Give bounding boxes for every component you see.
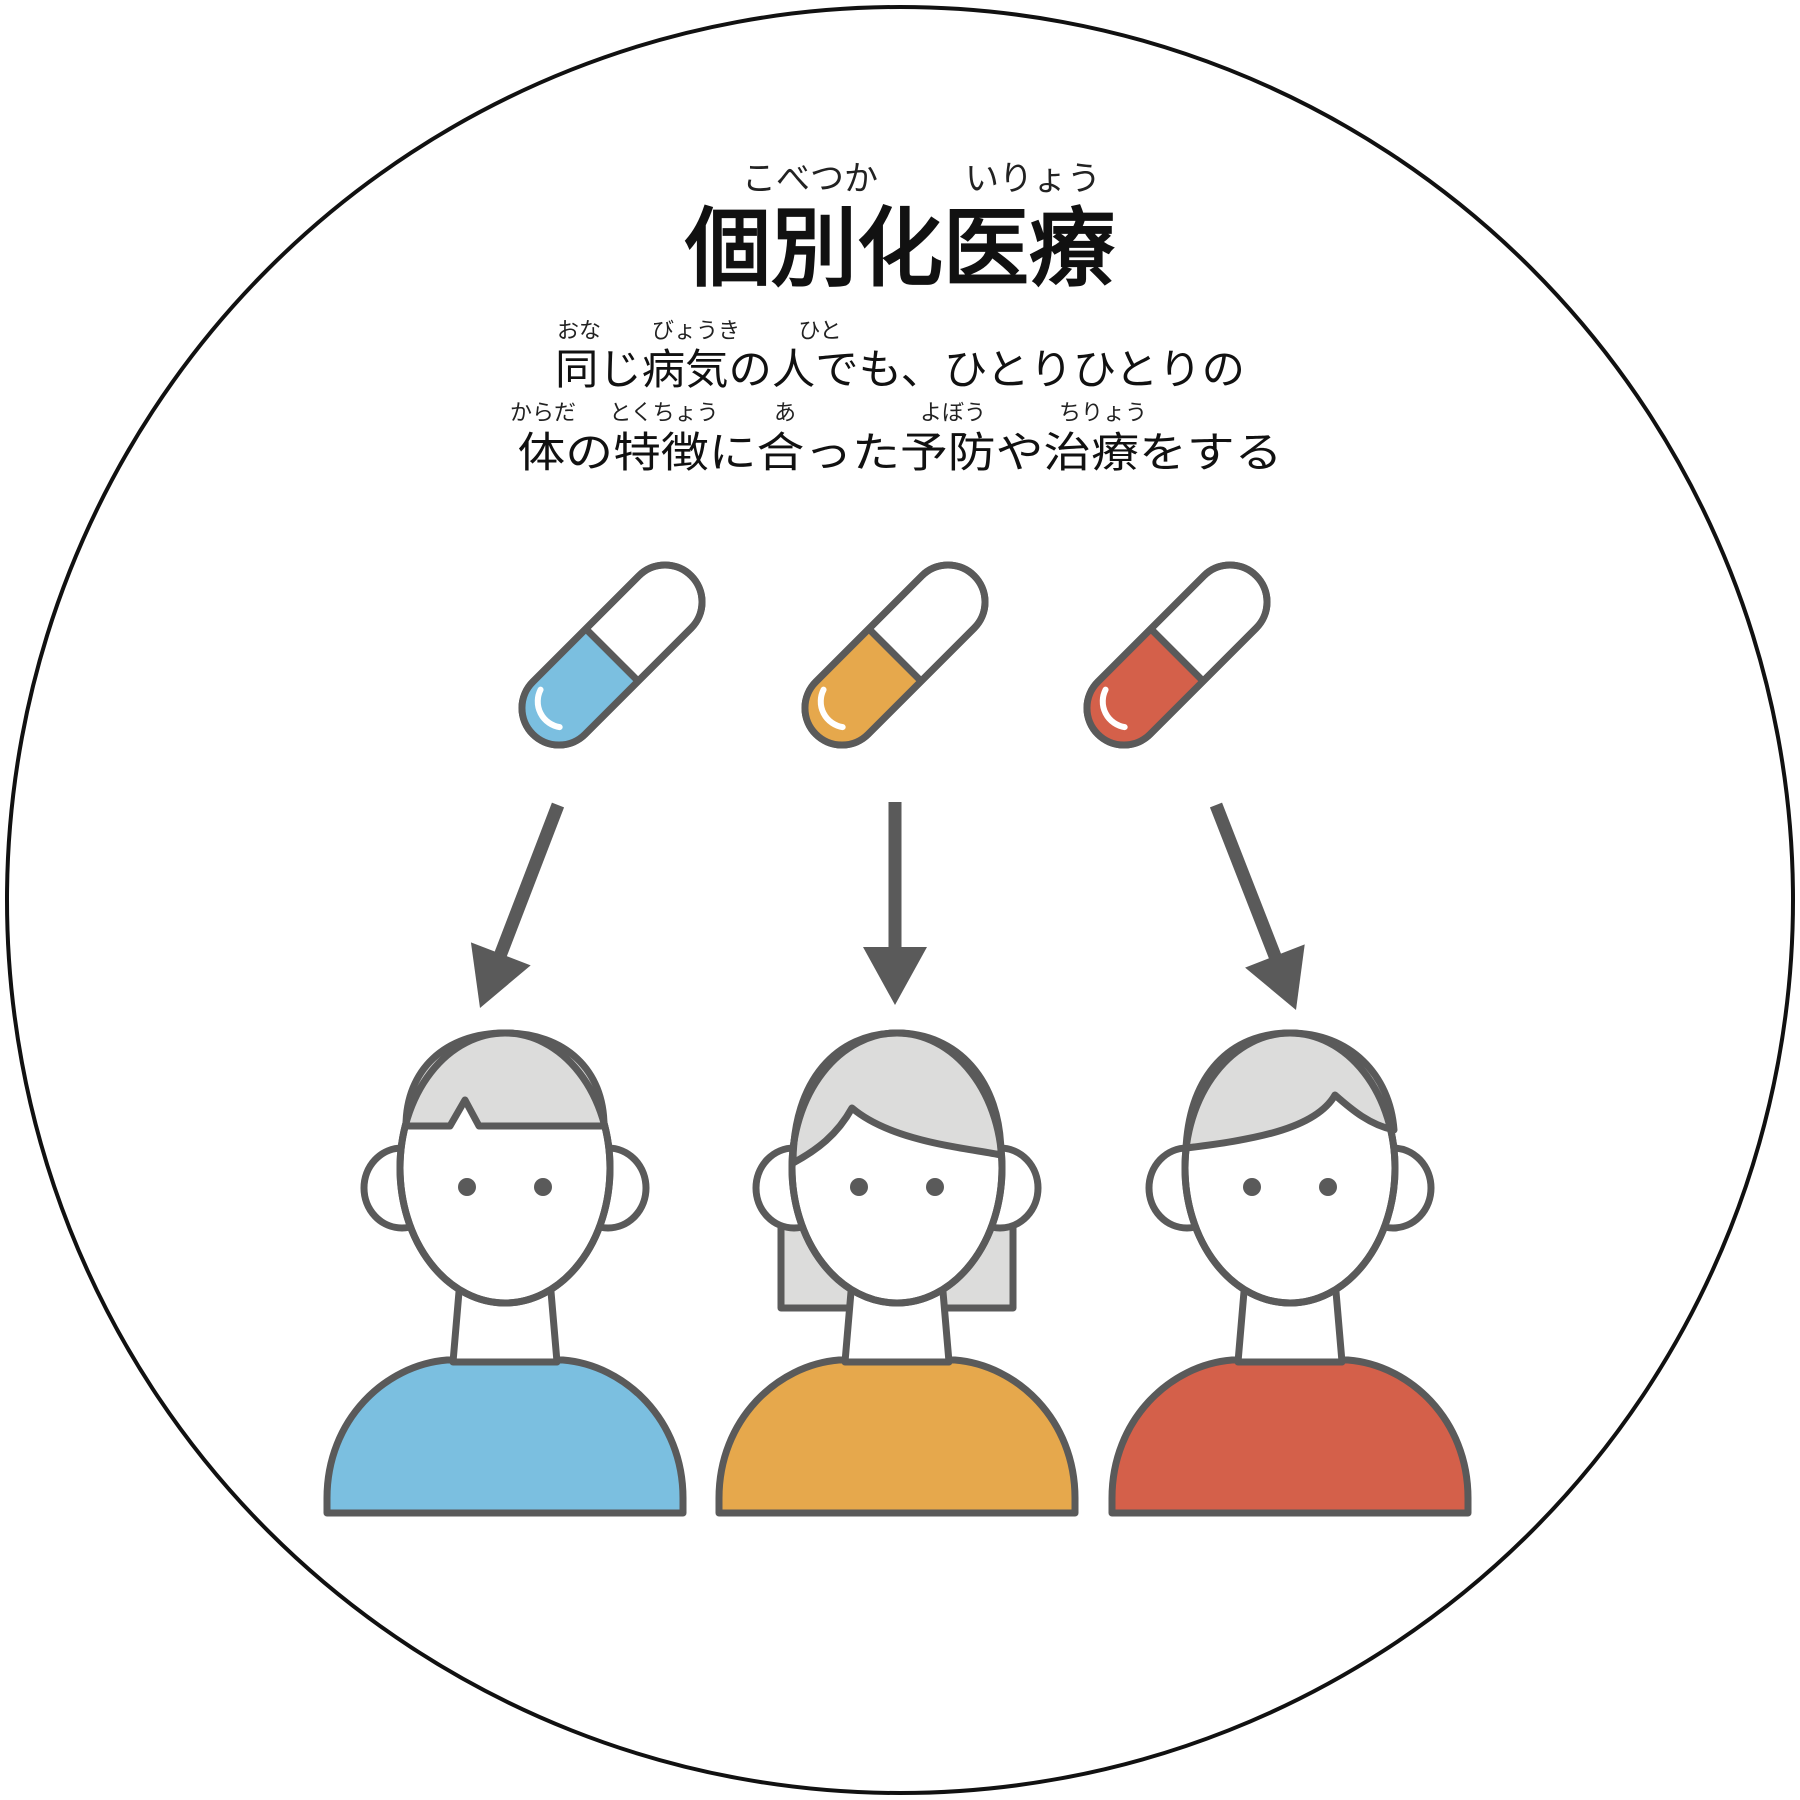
- title-ruby-iryou: いりょう: [965, 159, 1101, 199]
- eye-left: [458, 1178, 476, 1196]
- subtitle-line-1: 同じ病気の人でも、ひとりひとりの: [555, 345, 1245, 394]
- eye-left: [850, 1178, 868, 1196]
- page-title: 個別化医療: [684, 199, 1115, 299]
- subtitle-line1-ruby-1: びょうき: [652, 319, 740, 344]
- subtitle-line2-ruby-1: とくちょう: [609, 401, 718, 426]
- subtitle-line2-ruby-4: ちりょう: [1059, 401, 1147, 426]
- blue-capsule-icon: [518, 561, 706, 749]
- person-orange-long-hair-icon: [715, 1029, 1079, 1517]
- arrow-center-icon: [863, 802, 927, 1005]
- person-red-side-part-icon: [1108, 1029, 1472, 1517]
- red-capsule-icon: [1083, 561, 1271, 749]
- eye-right: [534, 1178, 552, 1196]
- subtitle-line2-ruby-2: あ: [774, 401, 796, 426]
- subtitle-line2-ruby-3: よぼう: [920, 401, 986, 426]
- orange-capsule-icon: [801, 561, 989, 749]
- person-blue-short-hair-icon: [323, 1029, 687, 1517]
- eye-right: [926, 1178, 944, 1196]
- subtitle-line1-ruby-0: おな: [557, 319, 601, 344]
- subtitle-line1-ruby-2: ひと: [798, 319, 841, 344]
- subtitle-line-2: 体の特徴に合った予防や治療をする: [518, 428, 1283, 477]
- title-ruby-kobetsuka: こべつか: [742, 159, 878, 199]
- subtitle-line2-ruby-0: からだ: [510, 401, 576, 426]
- eye-right: [1319, 1178, 1337, 1196]
- arrow-right-icon: [1209, 802, 1305, 1010]
- arrow-left-icon: [470, 802, 565, 1008]
- eye-left: [1243, 1178, 1261, 1196]
